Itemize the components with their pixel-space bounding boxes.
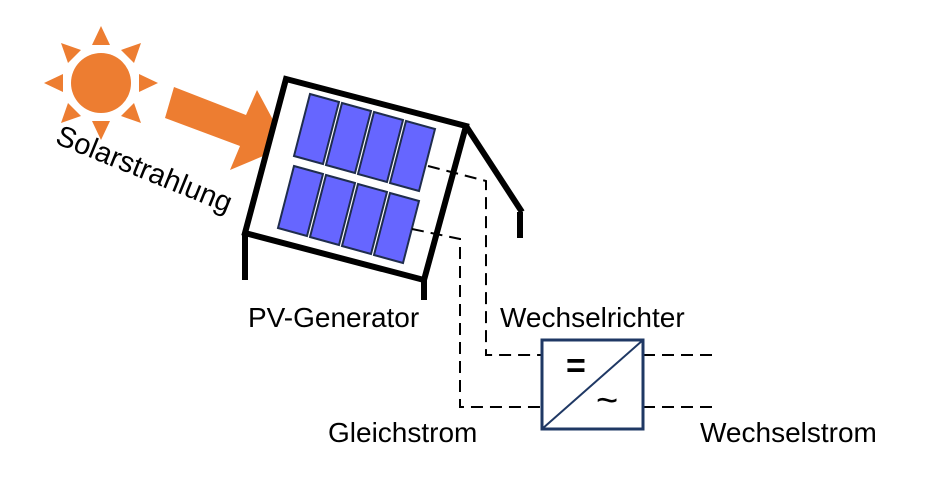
inverter-label: Wechselrichter — [500, 302, 685, 333]
pv-cells — [276, 92, 437, 265]
pv-cell — [292, 92, 341, 166]
ac-cables — [643, 354, 714, 408]
alternating-current-label: Wechselstrom — [700, 417, 877, 448]
direct-current-label: Gleichstrom — [328, 417, 477, 448]
pv-cell — [340, 182, 389, 256]
pv-cell — [276, 164, 325, 238]
pv-cell — [308, 173, 357, 247]
pv-cell — [356, 110, 405, 184]
pv-generator-label: PV-Generator — [248, 302, 419, 333]
solar-radiation-label: Solarstrahlung — [51, 120, 236, 220]
pv-cell — [324, 101, 373, 175]
inverter-box: = ~ — [540, 338, 645, 431]
pv-cell — [372, 191, 421, 265]
pv-cell — [388, 119, 437, 193]
radiation-arrow-icon — [165, 87, 287, 170]
dc-symbol: = — [566, 347, 586, 385]
ac-symbol: ~ — [596, 380, 618, 422]
sun-icon — [44, 26, 158, 140]
dc-cables — [411, 165, 542, 408]
